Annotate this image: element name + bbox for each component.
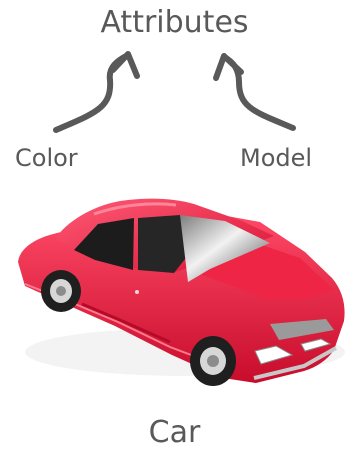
car-label: Car bbox=[0, 418, 349, 448]
